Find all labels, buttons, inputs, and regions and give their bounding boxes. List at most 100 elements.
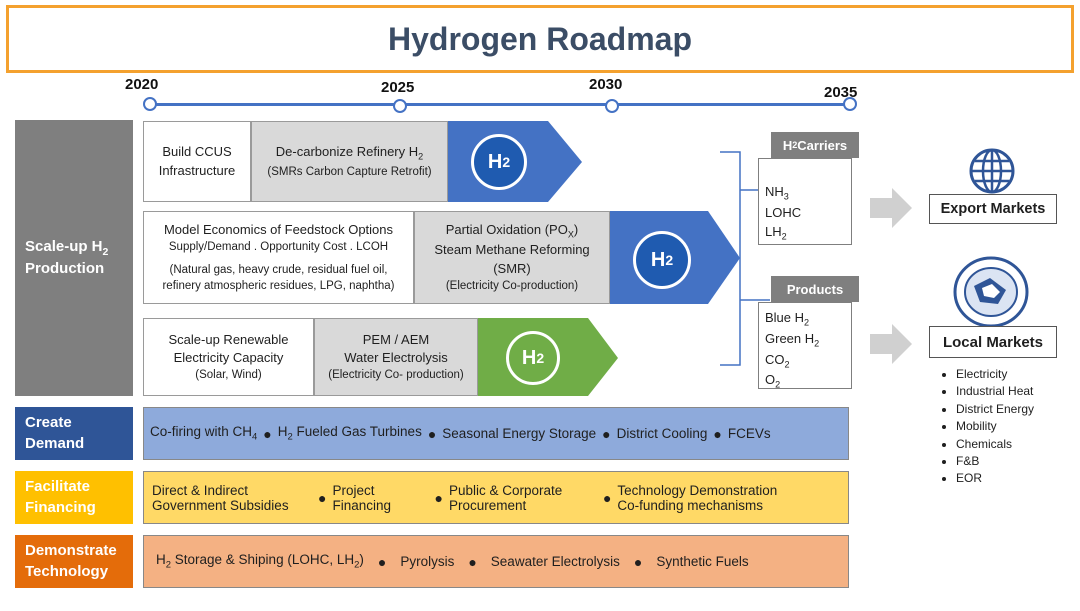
carrier-item-sub: 3 xyxy=(783,191,789,202)
local-market-item: EOR xyxy=(956,470,1070,487)
carrier-item: LOHC xyxy=(765,204,845,223)
local-market-item: F&B xyxy=(956,453,1070,470)
bullet-dot: ● xyxy=(633,553,643,570)
demo-item-text: Storage & Shiping (LOHC, LH xyxy=(171,552,355,568)
products-title: Products xyxy=(786,281,844,297)
demo-item-text: H xyxy=(156,552,166,568)
feedstock-note2: refinery atmospheric residues, LPG, naph… xyxy=(162,279,395,292)
demand-item-text: H xyxy=(277,424,288,440)
bullet-dot: ● xyxy=(713,425,722,442)
bullet-dot: ● xyxy=(602,489,612,506)
demo-item-sub: 2 xyxy=(165,559,171,571)
local-market-item: Chemicals xyxy=(956,436,1070,453)
bullet-dot: ● xyxy=(427,425,437,442)
carriers-list: NH3 LOHC LH2 xyxy=(758,158,852,245)
product-item: Blue H2 xyxy=(765,309,845,330)
demo-item: Synthetic Fuels xyxy=(656,554,749,569)
h2-label: H xyxy=(650,248,666,271)
bullet-dot: ● xyxy=(263,425,272,442)
renewable-line2: Electricity Capacity xyxy=(173,349,284,365)
product-item-sub: 2 xyxy=(775,379,781,390)
carrier-item-sub: 2 xyxy=(781,231,787,242)
export-markets-box: Export Markets xyxy=(929,194,1057,224)
carrier-item-text: NH xyxy=(765,184,784,199)
demand-item: H2 Fueled Gas Turbines xyxy=(278,424,422,443)
feedstock-line2: Supply/Demand . Opportunity Cost . LCOH xyxy=(168,241,389,254)
ccus-line2: Infrastructure xyxy=(158,162,236,178)
demand-item: District Cooling xyxy=(616,426,708,441)
smr-line2: Steam Methane Reforming xyxy=(434,242,590,258)
title-box: Hydrogen Roadmap xyxy=(6,5,1074,73)
pox-line1-sub: X xyxy=(567,229,574,240)
local-market-item: Mobility xyxy=(956,418,1070,435)
decarbonize-title-sub: 2 xyxy=(418,151,424,162)
emblem-icon xyxy=(953,256,1029,328)
year-2030: 2030 xyxy=(589,76,623,93)
demo-item: Pyrolysis xyxy=(400,554,455,569)
decarbonize-note: (SMRs Carbon Capture Retrofit) xyxy=(267,165,432,178)
bullet-dot: ● xyxy=(318,489,327,506)
demo-item-sub: 2 xyxy=(354,559,360,571)
demo-item: H2 Storage & Shiping (LOHC, LH2) xyxy=(156,552,364,571)
page-title: Hydrogen Roadmap xyxy=(387,20,693,57)
feedstock-cell: Model Economics of Feedstock Options Sup… xyxy=(143,211,414,304)
carrier-item: NH3 xyxy=(765,183,845,204)
local-market-item: Electricity xyxy=(956,366,1070,383)
demand-item: Seasonal Energy Storage xyxy=(442,426,597,441)
demand-label2: Demand xyxy=(25,434,85,452)
product-item-text: O xyxy=(765,372,776,388)
local-arrow-icon xyxy=(870,324,912,364)
demo-label1: Demonstrate xyxy=(25,542,117,560)
bullet-dot: ● xyxy=(434,489,443,506)
finance-item-line: Direct & Indirect xyxy=(152,482,249,498)
h2-sub: 2 xyxy=(536,350,545,366)
h2-label: H xyxy=(521,346,537,369)
carriers-title-b: Carriers xyxy=(797,137,848,153)
product-item-sub: 2 xyxy=(784,359,790,370)
bracket-line xyxy=(720,151,741,366)
product-item-text: CO xyxy=(765,351,785,367)
demo-item-text: ) xyxy=(359,552,364,568)
demand-item-sub: 4 xyxy=(252,431,258,443)
electrolysis-line2: Water Electrolysis xyxy=(344,349,448,365)
timeline-dot-2035 xyxy=(843,97,857,111)
products-list: Blue H2 Green H2 CO2 O2 xyxy=(758,302,852,390)
pox-line1-end: ) xyxy=(573,222,579,238)
local-markets-list: Electricity Industrial Heat District Ene… xyxy=(940,366,1070,488)
product-item-text: Blue H xyxy=(765,310,805,325)
scaleup-label-line2: Production xyxy=(25,259,105,277)
demo-label2: Technology xyxy=(25,562,109,580)
timeline-line xyxy=(150,103,850,106)
carriers-title-sub: 2 xyxy=(792,140,798,150)
scaleup-label: Scale-up H xyxy=(25,237,103,255)
decarbonize-title: De-carbonize Refinery H xyxy=(275,144,419,160)
timeline-dot-2030 xyxy=(605,99,619,113)
finance-item-line: Public & Corporate xyxy=(448,482,563,498)
finance-item-line: Procurement xyxy=(448,497,527,513)
export-markets-label: Export Markets xyxy=(940,201,1046,217)
local-markets-label: Local Markets xyxy=(942,333,1044,351)
h2-sub: 2 xyxy=(502,154,511,170)
h2-sub: 2 xyxy=(665,252,674,268)
smr-note: (Electricity Co-production) xyxy=(445,279,579,292)
carrier-item-text: LOHC xyxy=(765,204,802,220)
finance-label2: Financing xyxy=(25,498,96,516)
local-market-item: District Energy xyxy=(956,401,1070,418)
product-item-sub: 2 xyxy=(814,338,820,349)
finance-item-line: Project xyxy=(332,482,375,498)
demand-band: Co-firing with CH4 ● H2 Fueled Gas Turbi… xyxy=(143,407,849,460)
finance-item-line: Co-funding mechanisms xyxy=(617,497,763,513)
carrier-item: LH2 xyxy=(765,223,845,244)
local-market-item: Industrial Heat xyxy=(956,383,1070,400)
pox-smr-cell: Partial Oxidation (POX) Steam Methane Re… xyxy=(414,211,610,304)
h2-label: H xyxy=(487,150,503,173)
